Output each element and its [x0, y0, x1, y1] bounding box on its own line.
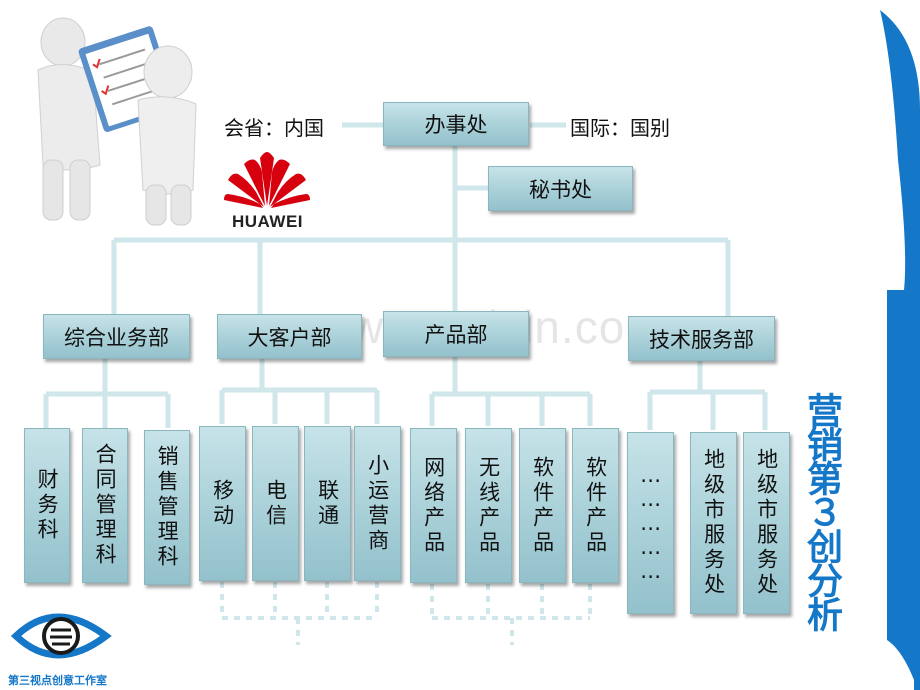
huawei-wordmark: HUAWEI	[232, 212, 303, 231]
studio-logo: 第三视点创意工作室	[6, 600, 156, 690]
people-clipboard-illustration	[37, 17, 197, 226]
studio-logo-text: 第三视点创意工作室	[8, 674, 107, 687]
unit-unicom: 联通	[304, 426, 351, 581]
domestic-label: 会省：内国	[224, 116, 324, 140]
unit-mobile: 移动	[199, 426, 246, 581]
unit-small-operators: 小运营商	[354, 426, 401, 581]
unit-contract-management: 合同管理科	[82, 428, 128, 583]
unit-city-service-2: 地级市服务处	[743, 432, 790, 614]
office-box: 办事处	[383, 102, 529, 146]
unit-network-products: 网络产品	[410, 428, 457, 583]
dept-key-accounts: 大客户部	[217, 314, 362, 359]
dept-technical-service: 技术服务部	[628, 316, 775, 361]
unit-software-products: 软件产品	[519, 428, 566, 583]
unit-ellipsis: ……………	[627, 432, 674, 614]
unit-software-products-2: 软件产品	[572, 428, 619, 583]
eye-icon	[10, 613, 112, 659]
dept-products: 产品部	[383, 311, 529, 357]
unit-city-service-1: 地级市服务处	[690, 432, 737, 614]
huawei-logo: HUAWEI	[220, 150, 315, 231]
international-label: 国际：国别	[570, 116, 670, 140]
side-band-decoration	[880, 10, 920, 690]
side-title: 营销第３创分析	[801, 392, 842, 630]
unit-sales-management: 销售管理科	[144, 430, 190, 585]
unit-telecom: 电信	[252, 426, 299, 581]
unit-finance: 财务科	[24, 428, 70, 583]
dept-general-business: 综合业务部	[43, 314, 190, 359]
unit-wireless-products: 无线产品	[465, 428, 512, 583]
secretary-box: 秘书处	[488, 166, 633, 211]
